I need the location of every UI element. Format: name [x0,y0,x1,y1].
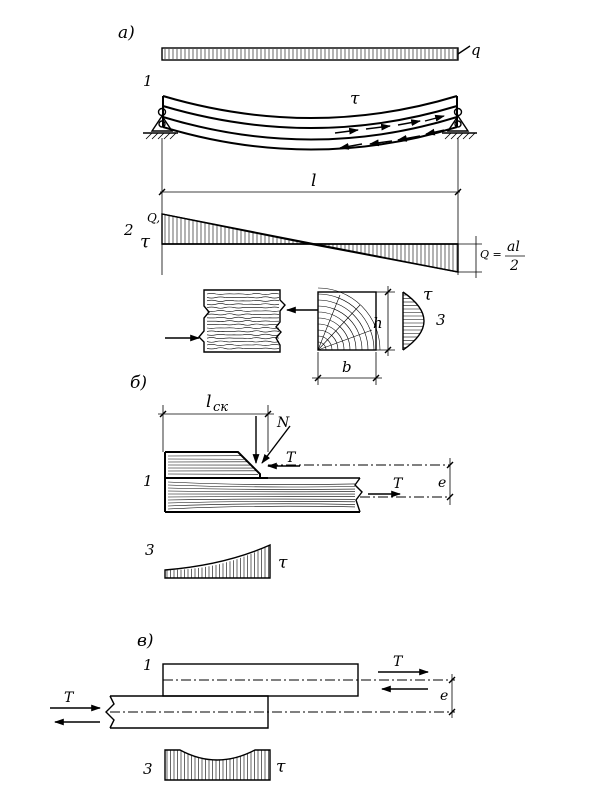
joint-grain-line [167,490,356,493]
lap-joint: T T e [50,654,456,729]
item-2-label: 2 [123,221,134,239]
shear-length-sub: ск [213,400,228,415]
item-3-label: 3 [436,311,446,329]
bent-beam: τ [162,89,458,151]
tau-b-item-3: 3 [145,541,155,559]
shear-arrows-upper [334,114,445,135]
growth-ring [317,323,345,351]
growth-ring [317,293,375,351]
wood-grain-line [207,320,280,323]
wood-grain-line [206,303,280,306]
span-dimension: l [158,138,462,275]
wood-grain-line [206,306,280,309]
wood-grain-line [206,330,280,333]
wood-grain-line [206,316,280,319]
wood-grain-line [206,344,280,346]
shear-diagram: 2 Q, τ Q = al 2 [123,211,525,278]
joint-grain-line [167,503,356,507]
wood-grain-line [206,337,280,340]
section-tau-label: τ [423,285,433,305]
growth-ring [317,335,333,351]
wood-grain-line [206,347,280,350]
joint-grain-line [167,481,356,485]
wood-grain-line [206,293,280,295]
span-l-label: l [311,171,316,191]
growth-ring [317,311,357,351]
tau-v-item-3: 3 [143,760,153,778]
q-formula-den: 2 [509,258,519,274]
lap-item-1-label: 1 [143,656,153,674]
split-wood-piece [165,289,318,353]
panel-v: в) 1 T T e 3 τ [50,631,456,781]
shear-arrows-lower [339,128,445,150]
growth-ring [317,317,351,351]
panel-a: а) q 1 τ [118,23,525,385]
force-t-bottom-label: T [393,476,404,492]
tau-diagram-v: 3 τ [143,749,286,781]
item-1-label: 1 [143,72,153,90]
tau-b-label: τ [278,553,288,573]
wood-grain-line [206,296,280,299]
joint-grain-line [167,498,356,501]
notched-joint: N T T e 1 [143,415,454,513]
force-n-label: N [276,415,290,431]
force-t-top-label: T [286,450,297,466]
q-formula-num: al [507,239,520,255]
ray-line [317,294,341,351]
tau-diagram-b: 3 τ [145,541,288,579]
diagram-q-label: Q, [147,211,160,225]
diagram-tau-label: τ [140,231,151,252]
ecc-label-b: e [438,475,446,491]
joint-grain-line [167,484,356,488]
ray-line [317,304,361,351]
growth-ring [317,287,381,351]
shear-length-label: l [206,392,211,412]
load-q-label: q [471,41,481,59]
force-t-left-label: T [64,690,75,706]
joint-grain-line [167,505,356,510]
ecc-label-v: e [440,688,448,704]
growth-ring [317,299,369,351]
growth-ring [317,305,363,351]
cross-section: h b τ 3 [312,285,446,385]
wood-grain-line [206,313,280,316]
joint-item-1-label: 1 [143,472,153,490]
force-t-right-label: T [393,654,404,670]
support-right [442,107,477,140]
beam-tau-label: τ [350,89,360,109]
section-b-label: b [342,358,352,376]
wood-grain-line [206,299,280,302]
distributed-load-q: q [161,41,481,61]
panel-v-label: в) [137,631,154,651]
wood-grain-line [206,310,280,312]
q-formula-left: Q = [480,248,502,261]
joint-grain-line [167,501,356,504]
wood-grain-line [206,340,280,343]
support-left [143,107,178,140]
growth-ring [317,329,339,351]
wood-grain-line [206,327,280,329]
ray-line [317,329,373,351]
wood-grain-line [206,323,280,326]
joint-grain-line [167,487,356,490]
section-h-label: h [373,314,383,332]
panel-a-label: а) [118,23,135,43]
panel-b: б) l ск N T T [130,373,454,579]
tau-v-label: τ [276,757,286,777]
panel-b-label: б) [130,373,147,393]
wood-grain-line [206,333,280,336]
